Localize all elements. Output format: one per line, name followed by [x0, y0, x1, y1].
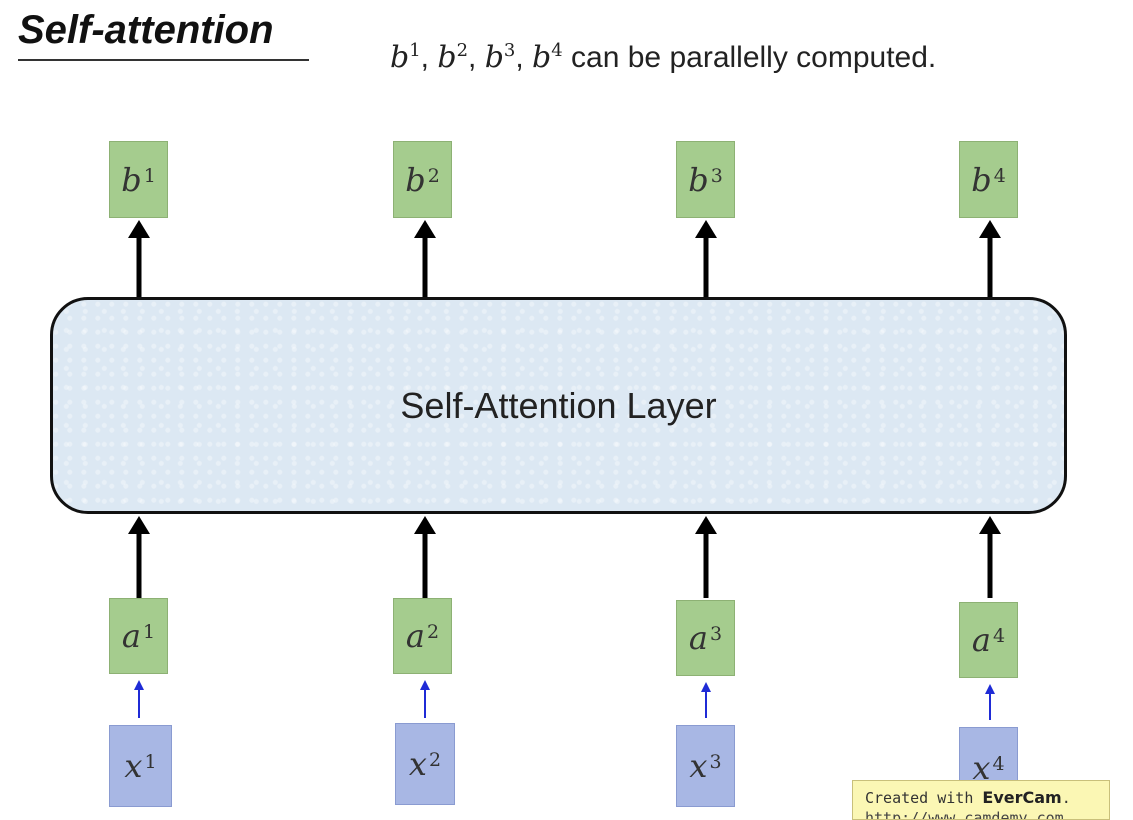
- arrowhead-a4: [979, 516, 1001, 534]
- watermark-created-text: Created with: [865, 789, 974, 807]
- arrowhead-x2: [420, 680, 430, 690]
- layer-label: Self-Attention Layer: [400, 384, 717, 426]
- arrowhead-b4: [979, 220, 1001, 238]
- embedding-arrows: [134, 680, 995, 720]
- watermark-brand: EverCam: [982, 788, 1062, 807]
- subtitle-term-b4: b4: [532, 40, 563, 75]
- watermark-url: http://www.camdemy.com: [865, 809, 1064, 820]
- arrowhead-x4: [985, 684, 995, 694]
- subtitle-term-b1: b1: [390, 40, 421, 75]
- input-arrows: [128, 516, 1001, 598]
- subtitle-term-b2: b2: [437, 40, 469, 75]
- arrowhead-a2: [414, 516, 436, 534]
- arrowhead-a1: [128, 516, 150, 534]
- arrowhead-b3: [695, 220, 717, 238]
- subtitle-text: can be parallelly computed.: [571, 41, 937, 74]
- evercam-watermark: Created with EverCam. http://www.camdemy…: [852, 780, 1110, 820]
- subtitle-term-b3: b3: [484, 40, 516, 75]
- self-attention-layer: Self-Attention Layer: [50, 297, 1067, 514]
- arrowhead-b2: [414, 220, 436, 238]
- arrowhead-b1: [128, 220, 150, 238]
- output-arrows: [128, 220, 1001, 297]
- arrowhead-x1: [134, 680, 144, 690]
- arrowhead-a3: [695, 516, 717, 534]
- title-underline: [18, 59, 309, 61]
- slide-title: Self-attention: [18, 8, 274, 52]
- subtitle: b1, b2, b3, b4 can be parallelly compute…: [390, 40, 937, 75]
- arrowhead-x3: [701, 682, 711, 692]
